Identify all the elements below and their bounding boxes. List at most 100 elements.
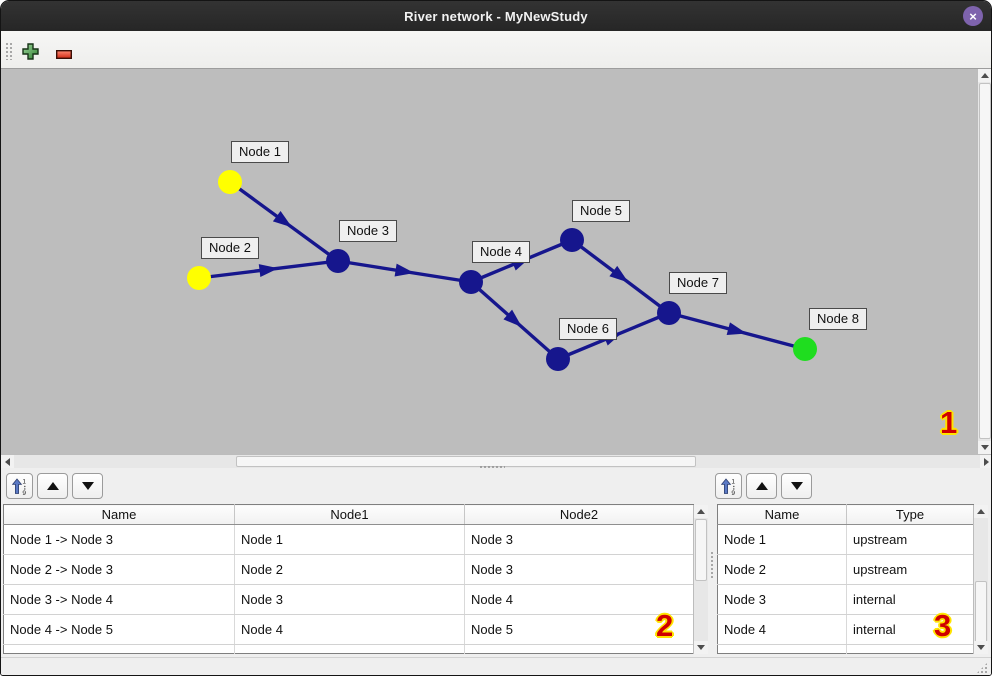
table-cell: Node 2 xyxy=(234,554,465,585)
table-cell: internal xyxy=(846,584,974,615)
column-header-type[interactable]: Type xyxy=(846,504,974,525)
node-circle[interactable] xyxy=(326,249,350,273)
add-button[interactable] xyxy=(22,43,39,65)
reach-move-down-button[interactable] xyxy=(72,473,103,499)
table-cell: Node 4 xyxy=(464,584,694,615)
sort-ascending-icon: 1 9 xyxy=(721,477,735,496)
status-bar xyxy=(1,657,991,675)
table-cell: Node 3 xyxy=(234,584,465,615)
scroll-up-button[interactable] xyxy=(974,505,988,518)
table-cell xyxy=(465,645,694,654)
table-cell xyxy=(717,644,847,654)
flow-direction-arrow-icon xyxy=(726,322,747,335)
annotation-2: 2 xyxy=(656,608,674,643)
plus-icon xyxy=(22,43,39,60)
node-label[interactable]: Node 3 xyxy=(339,220,397,242)
vertical-scroll-thumb[interactable] xyxy=(695,519,707,581)
node-label[interactable]: Node 5 xyxy=(572,200,630,222)
table-cell: Node 2 xyxy=(717,554,847,585)
reach-sort-button[interactable]: 1 9 xyxy=(6,473,33,499)
node-circle[interactable] xyxy=(560,228,584,252)
title-bar: River network - MyNewStudy × xyxy=(1,1,991,31)
resize-grip[interactable] xyxy=(976,662,988,674)
table-cell: Node 3 xyxy=(717,584,847,615)
table-cell: Node 1 xyxy=(234,524,465,555)
scroll-right-button[interactable] xyxy=(980,455,991,468)
up-triangle-icon xyxy=(755,482,768,490)
node-label[interactable]: Node 7 xyxy=(669,272,727,294)
vertical-scroll-thumb[interactable] xyxy=(979,83,991,439)
column-header-name[interactable]: Name xyxy=(3,504,235,525)
arrow-right-icon xyxy=(984,457,989,466)
arrow-down-icon xyxy=(981,445,989,450)
vertical-scroll-thumb[interactable] xyxy=(975,581,987,643)
table-cell: upstream xyxy=(846,554,974,585)
node-circle[interactable] xyxy=(793,337,817,361)
horizontal-splitter-handle[interactable] xyxy=(479,465,505,469)
remove-button[interactable] xyxy=(55,46,73,64)
node-move-down-button[interactable] xyxy=(781,473,812,499)
arrow-up-icon xyxy=(981,73,989,78)
table-cell: Node 3 xyxy=(464,554,694,585)
column-header-name[interactable]: Name xyxy=(717,504,847,525)
node-label[interactable]: Node 4 xyxy=(472,241,530,263)
table-cell: Node 3 xyxy=(464,524,694,555)
node-circle[interactable] xyxy=(187,266,211,290)
close-button[interactable]: × xyxy=(963,6,983,26)
column-header-node2[interactable]: Node2 xyxy=(464,504,694,525)
node-circle[interactable] xyxy=(218,170,242,194)
node-move-up-button[interactable] xyxy=(746,473,777,499)
vertical-splitter-handle[interactable] xyxy=(710,551,715,579)
table-cell: Node 2 -> Node 3 xyxy=(3,554,235,585)
table-cell xyxy=(847,645,974,654)
node-table-scrollbar[interactable] xyxy=(973,505,988,654)
river-network-canvas[interactable]: Node 1 Node 2 Node 3 Node 4 Node 5 Node 6 Node… xyxy=(1,69,977,454)
down-triangle-icon xyxy=(81,482,94,490)
node-sort-button[interactable]: 1 9 xyxy=(715,473,742,499)
node-label[interactable]: Node 1 xyxy=(231,141,289,163)
table-cell: Node 4 -> Node 5 xyxy=(3,614,235,645)
scroll-down-button[interactable] xyxy=(978,441,991,454)
node-circle[interactable] xyxy=(657,301,681,325)
column-header-node1[interactable]: Node1 xyxy=(234,504,465,525)
table-cell: Node 5 xyxy=(464,614,694,645)
flow-direction-arrow-icon xyxy=(394,263,415,277)
reach-move-up-button[interactable] xyxy=(37,473,68,499)
table-cell: Node 4 xyxy=(234,614,465,645)
node-label[interactable]: Node 2 xyxy=(201,237,259,259)
canvas-horizontal-scrollbar[interactable] xyxy=(1,454,991,468)
minus-icon xyxy=(55,49,73,59)
svg-text:9: 9 xyxy=(22,490,26,496)
scroll-up-button[interactable] xyxy=(978,69,991,82)
main-toolbar xyxy=(1,31,991,69)
horizontal-scroll-thumb[interactable] xyxy=(236,456,696,467)
node-label[interactable]: Node 8 xyxy=(809,308,867,330)
scroll-down-button[interactable] xyxy=(974,641,988,654)
node-circle[interactable] xyxy=(546,347,570,371)
toolbar-drag-handle[interactable] xyxy=(5,42,13,60)
scroll-down-button[interactable] xyxy=(694,641,708,654)
svg-text:1: 1 xyxy=(22,478,26,485)
reach-table-header-row: Name Node1 Node2 xyxy=(3,504,694,525)
window-title: River network - MyNewStudy xyxy=(404,8,588,24)
reach-table-scrollbar[interactable] xyxy=(693,505,708,654)
scroll-up-button[interactable] xyxy=(694,505,708,518)
svg-text:9: 9 xyxy=(731,490,735,496)
empty-partial-row xyxy=(717,644,974,654)
table-cell: Node 3 -> Node 4 xyxy=(3,584,235,615)
scroll-left-button[interactable] xyxy=(1,455,14,468)
up-triangle-icon xyxy=(46,482,59,490)
arrow-up-icon xyxy=(977,509,985,514)
node-label[interactable]: Node 6 xyxy=(559,318,617,340)
canvas-vertical-scrollbar[interactable] xyxy=(977,69,991,454)
node-circle[interactable] xyxy=(459,270,483,294)
